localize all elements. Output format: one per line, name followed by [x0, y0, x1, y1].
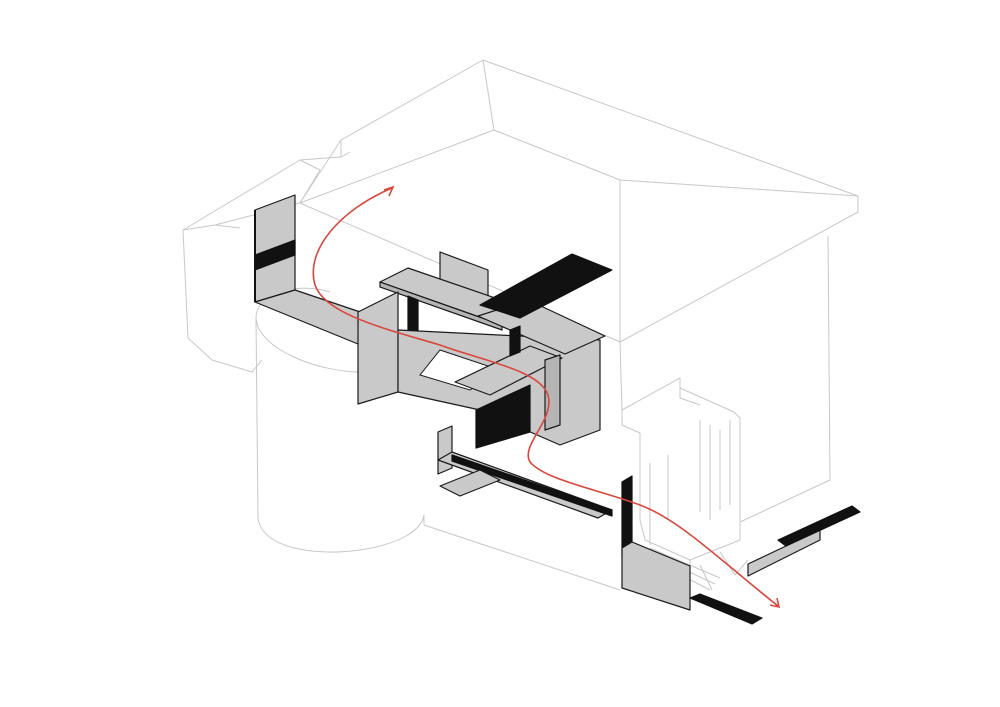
circulation-route: [312, 185, 781, 609]
panel-dark-block: [475, 384, 531, 449]
volume-lower-walkway: [437, 425, 613, 519]
volume-entrance: [621, 475, 861, 625]
volume-upper-left: [254, 194, 379, 345]
panel-upper-deck-edge: [379, 281, 503, 331]
panel-tall-wall: [357, 291, 399, 405]
route-path: [312, 187, 779, 607]
roof-ridge-lines: [299, 59, 859, 342]
panel-walkway-edge: [451, 454, 613, 517]
panel-inner-deck: [454, 345, 563, 396]
facade-outline: [423, 235, 831, 591]
arrowhead-icon: [769, 597, 781, 609]
arrowhead-icon: [383, 185, 395, 197]
panel-walkway-wall: [437, 425, 453, 475]
panel-dark-strip-mid: [509, 325, 521, 357]
left-wing-lines: [214, 159, 321, 229]
panel-landing-right-top: [777, 505, 861, 547]
panel-dark-slab-top: [479, 253, 613, 319]
volume-central: [357, 251, 613, 449]
panel-lower-step: [439, 469, 501, 497]
panel-entrance-wall: [621, 541, 691, 611]
panel-right-wall: [544, 354, 561, 431]
panel-entrance-threshold: [689, 593, 763, 625]
porch-outline: [621, 377, 741, 545]
